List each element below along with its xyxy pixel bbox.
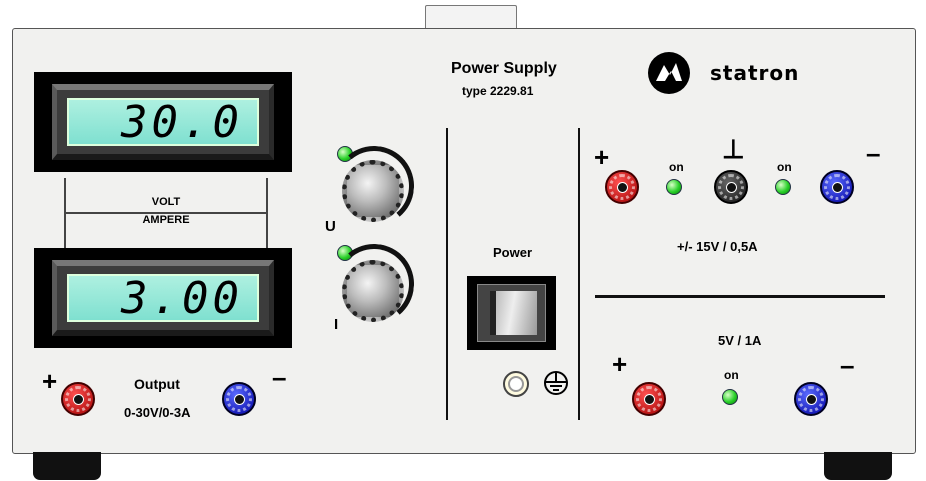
- main-output-label: Output: [134, 376, 180, 392]
- power-switch-rocker[interactable]: [490, 291, 537, 335]
- voltage-knob[interactable]: [342, 160, 404, 222]
- power-label: Power: [493, 245, 533, 260]
- power-switch[interactable]: [467, 276, 556, 350]
- volt-label: VOLT: [151, 196, 181, 208]
- statron-logo-icon: [648, 52, 690, 94]
- carry-handle: [425, 5, 517, 30]
- main-output-plus-sign: +: [42, 366, 58, 396]
- dual-output-ground-sign: ⊥: [722, 134, 745, 164]
- dual-output-plus-led: [666, 179, 682, 195]
- dual-output-plus-terminal[interactable]: [605, 170, 639, 204]
- fixed-output-plus-sign: +: [612, 349, 628, 379]
- panel-divider-horizontal: [595, 295, 885, 298]
- panel-title: Power Supply: [451, 60, 557, 77]
- current-reading: 3.00: [121, 272, 243, 324]
- model-type: type 2229.81: [462, 84, 534, 98]
- earth-ground-terminal[interactable]: [503, 371, 529, 397]
- dual-output-rating: +/- 15V / 0,5A: [677, 239, 758, 254]
- current-knob[interactable]: [342, 260, 404, 322]
- current-display: 3.00: [34, 248, 292, 348]
- dual-output-plus-sign: +: [594, 142, 610, 172]
- right-foot: [824, 452, 892, 480]
- fixed-output-rating: 5V / 1A: [718, 333, 762, 348]
- main-output-rating: 0-30V/0-3A: [124, 405, 191, 420]
- panel-divider-left: [446, 128, 448, 420]
- panel-divider-right: [578, 128, 580, 420]
- dual-output-ground-terminal[interactable]: [714, 170, 748, 204]
- earth-ground-icon: [543, 370, 569, 401]
- fixed-output-led: [722, 389, 738, 405]
- dual-output-minus-sign: –: [866, 138, 881, 168]
- left-foot: [33, 452, 101, 480]
- dual-output-on-left-label: on: [669, 160, 684, 174]
- main-output-plus-terminal[interactable]: [61, 382, 95, 416]
- current-knob-label: I: [334, 316, 339, 333]
- cv-indicator-led: [337, 146, 353, 162]
- fixed-output-minus-terminal[interactable]: [794, 382, 828, 416]
- voltage-knob-label: U: [325, 218, 336, 235]
- cc-indicator-led: [337, 245, 353, 261]
- fixed-output-minus-sign: –: [840, 350, 855, 380]
- main-output-minus-terminal[interactable]: [222, 382, 256, 416]
- main-output-minus-sign: –: [272, 362, 287, 392]
- display-label-bracket: VOLT AMPERE: [64, 178, 268, 248]
- fixed-output-plus-terminal[interactable]: [632, 382, 666, 416]
- fixed-output-on-label: on: [724, 368, 739, 382]
- voltage-display: 30.0: [34, 72, 292, 172]
- dual-output-on-right-label: on: [777, 160, 792, 174]
- current-lcd: 3.00: [67, 272, 259, 324]
- ampere-label: AMPERE: [142, 214, 190, 226]
- voltage-reading: 30.0: [121, 96, 243, 148]
- dual-output-minus-led: [775, 179, 791, 195]
- brand-name: statron: [710, 61, 800, 85]
- dual-output-minus-terminal[interactable]: [820, 170, 854, 204]
- voltage-lcd: 30.0: [67, 96, 259, 148]
